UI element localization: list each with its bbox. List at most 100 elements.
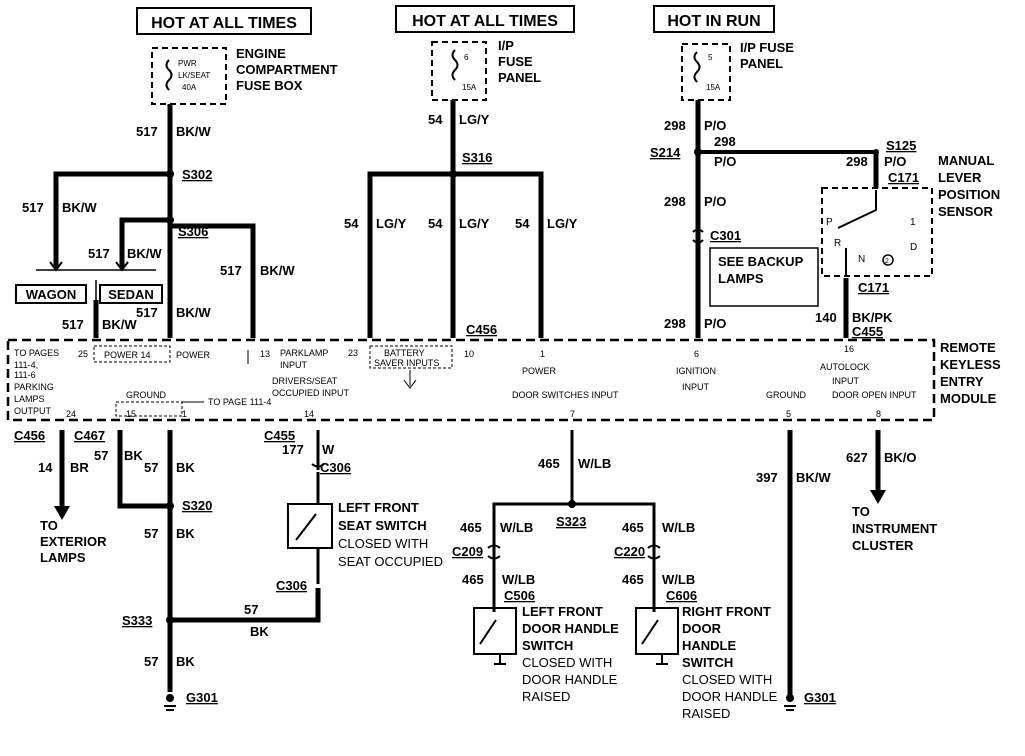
dest-exterior-lamps: TO EXTERIOR LAMPS [40,518,107,565]
svg-text:HANDLE: HANDLE [682,638,736,653]
svg-text:OUTPUT: OUTPUT [14,406,52,416]
svg-text:PANEL: PANEL [740,56,783,71]
svg-text:C455: C455 [264,428,295,443]
svg-text:SEDAN: SEDAN [108,287,154,302]
svg-text:P/O: P/O [884,154,906,169]
svg-text:CLUSTER: CLUSTER [852,538,914,553]
svg-text:5: 5 [786,409,791,419]
svg-text:SEAT SWITCH: SEAT SWITCH [338,518,427,533]
seat-switch: LEFT FRONT SEAT SWITCH CLOSED WITH SEAT … [287,472,443,584]
svg-text:BK/W: BK/W [260,263,295,278]
svg-text:DOOR HANDLE: DOOR HANDLE [682,689,778,704]
svg-text:C306: C306 [320,460,351,475]
svg-text:SWITCH: SWITCH [682,655,733,670]
svg-text:POSITION: POSITION [938,187,1000,202]
svg-text:OCCUPIED INPUT: OCCUPIED INPUT [272,388,350,398]
svg-text:AUTOLOCK: AUTOLOCK [820,362,869,372]
svg-text:7: 7 [570,409,575,419]
header-hot-right: HOT IN RUN [653,5,775,33]
svg-text:POWER: POWER [522,366,557,376]
svg-text:P: P [826,217,833,228]
svg-text:S320: S320 [182,498,212,513]
svg-text:8: 8 [876,409,881,419]
svg-text:BK/O: BK/O [884,450,917,465]
svg-text:C606: C606 [666,588,697,603]
svg-text:15A: 15A [706,83,721,92]
svg-text:15A: 15A [462,83,477,92]
svg-text:REMOTE: REMOTE [940,340,996,355]
svg-text:RAISED: RAISED [522,689,570,704]
svg-text:S323: S323 [556,514,586,529]
svg-text:517: 517 [220,263,242,278]
svg-text:LEFT FRONT: LEFT FRONT [522,604,603,619]
svg-text:627: 627 [846,450,868,465]
svg-text:WAGON: WAGON [26,287,77,302]
svg-text:MODULE: MODULE [940,391,997,406]
svg-text:1: 1 [910,217,916,228]
svg-text:KEYLESS: KEYLESS [940,357,1001,372]
svg-text:EXTERIOR: EXTERIOR [40,534,107,549]
svg-text:TO PAGE 111-4: TO PAGE 111-4 [208,397,271,407]
ground-label-right: G301 [804,690,836,705]
right-door-switch: RIGHT FRONT DOOR HANDLE SWITCH CLOSED WI… [635,604,778,721]
svg-text:C506: C506 [504,588,535,603]
svg-text:465: 465 [460,520,482,535]
svg-text:C220: C220 [614,544,645,559]
svg-text:LG/Y: LG/Y [376,216,407,231]
svg-text:LG/Y: LG/Y [459,112,490,127]
svg-text:C456: C456 [466,322,497,337]
svg-text:I/P: I/P [498,38,514,53]
svg-text:CLOSED WITH: CLOSED WITH [682,672,772,687]
svg-text:RIGHT FRONT: RIGHT FRONT [682,604,771,619]
svg-text:DOOR SWITCHES INPUT: DOOR SWITCHES INPUT [512,390,619,400]
svg-text:14: 14 [304,409,314,419]
left-door-switch: LEFT FRONT DOOR HANDLE SWITCH CLOSED WIT… [473,604,619,704]
svg-text:S306: S306 [178,224,208,239]
svg-text:BK: BK [176,654,195,669]
svg-text:GROUND: GROUND [766,390,806,400]
svg-text:517: 517 [22,200,44,215]
svg-text:517: 517 [88,246,110,261]
header-hot-left: HOT AT ALL TIMES [136,7,312,35]
svg-text:W/LB: W/LB [578,456,611,471]
svg-text:FUSE BOX: FUSE BOX [236,78,303,93]
svg-text:BK/W: BK/W [796,470,831,485]
svg-text:S125: S125 [886,138,916,153]
svg-text:57: 57 [94,448,108,463]
wire-lower [59,430,881,696]
arrowheads [54,490,886,520]
svg-text:C301: C301 [710,228,741,243]
svg-text:P/O: P/O [704,316,726,331]
svg-text:SWITCH: SWITCH [522,638,573,653]
svg-text:1: 1 [182,409,187,419]
svg-text:54: 54 [428,112,443,127]
svg-text:POWER 14: POWER 14 [104,350,151,360]
svg-text:W/LB: W/LB [662,572,695,587]
svg-text:C171: C171 [888,170,919,185]
svg-text:57: 57 [144,526,158,541]
svg-text:FUSE: FUSE [498,54,533,69]
header-hot-mid: HOT AT ALL TIMES [395,5,575,33]
svg-text:298: 298 [714,134,736,149]
remote-keyless-entry-module: REMOTE KEYLESS ENTRY MODULE C456 C455 TO… [6,322,1001,422]
svg-text:465: 465 [622,520,644,535]
wire-labels-upper: 517 BK/W 517 BK/W 517 BK/W 517 BK/W 517 … [22,112,906,332]
svg-text:15: 15 [126,409,136,419]
svg-text:298: 298 [664,118,686,133]
fuse-box-right: 5 15A I/P FUSE PANEL [681,40,794,101]
svg-text:14: 14 [38,460,53,475]
svg-text:DOOR HANDLE: DOOR HANDLE [522,672,618,687]
svg-text:W: W [322,442,335,457]
svg-text:S333: S333 [122,613,152,628]
svg-text:13: 13 [260,349,270,359]
svg-text:BK/W: BK/W [176,305,211,320]
svg-text:CLOSED WITH: CLOSED WITH [522,655,612,670]
svg-text:465: 465 [538,456,560,471]
svg-text:TO: TO [852,504,870,519]
svg-text:P/O: P/O [704,118,726,133]
svg-text:1: 1 [540,349,545,359]
svg-text:BK: BK [250,624,269,639]
svg-text:S316: S316 [462,150,492,165]
svg-text:INPUT: INPUT [832,376,860,386]
ground-symbols [164,694,796,711]
